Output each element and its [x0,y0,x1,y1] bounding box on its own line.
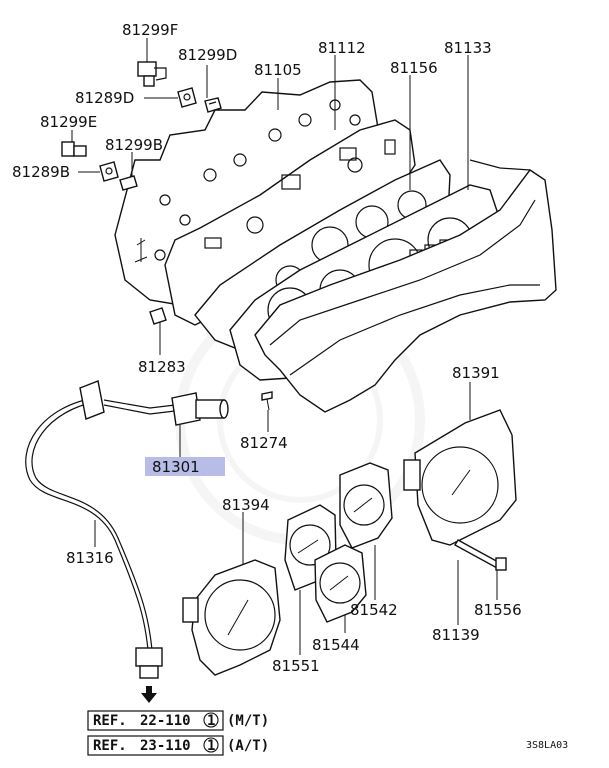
label-81394: 81394 [222,496,270,514]
tachometer-81394 [182,559,281,676]
oil-gauge-81544 [314,544,367,623]
fuel-gauge-81542 [339,462,393,549]
ref-1-prefix: REF. [93,713,127,729]
leader-lines [71,38,498,655]
down-arrow-icon [141,686,157,703]
label-81139: 81139 [432,626,480,644]
label-81301: 81301 [152,458,200,476]
ref-2-circle: 1 [207,738,215,754]
speedometer-cable-81316 [25,380,176,679]
reference-1: REF. 22-110 1 (M/T) [87,710,269,731]
label-81316: 81316 [66,549,114,567]
meter-hood [254,159,557,413]
label-81133: 81133 [444,39,492,57]
ref-1-circle: 1 [207,713,215,729]
ref-2-prefix: REF. [93,738,127,754]
bulb-socket-81299E [61,141,87,157]
bulb-81299D [204,97,222,113]
bulb-81299B [119,175,138,191]
clip-81283 [149,307,167,325]
ref-2-code: 23-110 [140,738,191,754]
label-81544: 81544 [312,636,360,654]
label-81105: 81105 [254,61,302,79]
speed-sensor-81301 [171,392,229,426]
highlight-81301 [145,457,225,476]
diagram-code: 3S8LA03 [526,740,568,751]
label-81299F: 81299F [122,21,178,39]
reset-shaft-81556 [454,539,507,571]
screw-81274 [261,391,273,411]
label-81391: 81391 [452,364,500,382]
label-81542: 81542 [350,601,398,619]
reference-2: REF. 23-110 1 (A/T) [87,735,269,756]
label-81551: 81551 [272,657,320,675]
label-81156: 81156 [390,59,438,77]
socket-81289B [99,161,119,182]
label-81556: 81556 [474,601,522,619]
socket-81289D [177,87,197,108]
label-81289D: 81289D [75,89,134,107]
label-81299B: 81299B [105,136,163,154]
label-81299E: 81299E [40,113,97,131]
ref-1-code: 22-110 [140,713,191,729]
label-81283: 81283 [138,358,186,376]
label-81112: 81112 [318,39,366,57]
ref-2-note: (A/T) [227,738,269,754]
ref-1-note: (M/T) [227,713,269,729]
label-81289B: 81289B [12,163,70,181]
label-81299D: 81299D [178,46,237,64]
bulb-socket-81299F [137,61,167,87]
label-81274: 81274 [240,434,288,452]
speedometer-81391 [403,409,517,546]
